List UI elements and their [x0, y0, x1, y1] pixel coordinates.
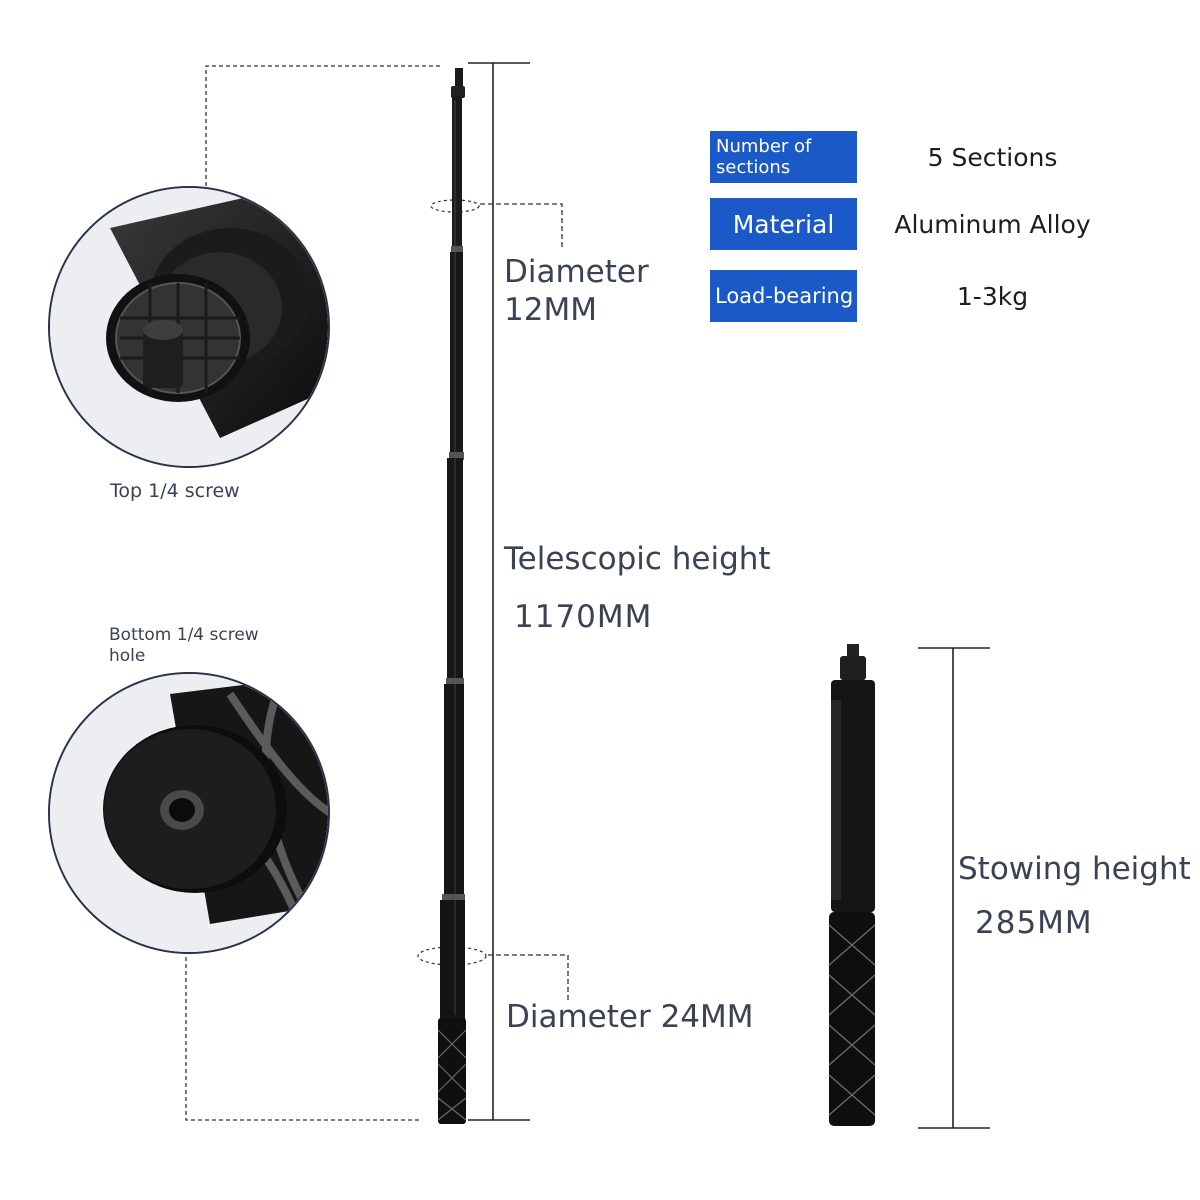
- bottom-screw-hole-icon: [50, 674, 328, 952]
- leader-lines: [185, 65, 440, 1121]
- diameter-bottom-label: Diameter 24MM: [506, 999, 754, 1035]
- diameter-top-title: Diameter: [504, 254, 649, 290]
- spec-key-load: Load-bearing: [710, 270, 857, 322]
- stowing-dimension-line: [918, 647, 990, 1129]
- spec-row-material: Material Aluminum Alloy: [710, 198, 1128, 250]
- spec-row-load: Load-bearing 1-3kg: [710, 270, 1128, 322]
- stowing-height-value: 285MM: [975, 905, 1093, 941]
- spec-value-load: 1-3kg: [857, 270, 1128, 322]
- bottom-screw-caption: Bottom 1/4 screw hole: [109, 625, 259, 667]
- telescopic-height-value: 1170MM: [514, 599, 653, 635]
- diameter-top-label: Diameter 12MM: [504, 253, 649, 329]
- diameter-top-callout: [430, 199, 563, 250]
- spec-row-sections: Number of sections 5 Sections: [710, 131, 1128, 183]
- spec-key-sections: Number of sections: [710, 131, 857, 183]
- top-screw-detail-image: [48, 186, 330, 468]
- bottom-screw-caption-line1: Bottom 1/4 screw: [109, 625, 259, 645]
- top-screw-icon: [50, 188, 328, 466]
- spec-key-material: Material: [710, 198, 857, 250]
- spec-value-sections: 5 Sections: [857, 131, 1128, 183]
- bottom-screw-detail-image: [48, 672, 330, 954]
- telescopic-dimension-line: [468, 62, 530, 1121]
- bottom-screw-caption-line2: hole: [109, 646, 146, 666]
- stowing-height-title: Stowing height: [958, 851, 1191, 887]
- extended-pole: [437, 68, 467, 1124]
- diameter-top-value: 12MM: [504, 292, 597, 328]
- stowed-pole: [828, 644, 876, 1126]
- top-screw-caption: Top 1/4 screw: [110, 480, 240, 502]
- spec-value-material: Aluminum Alloy: [857, 198, 1128, 250]
- telescopic-height-title: Telescopic height: [504, 541, 771, 577]
